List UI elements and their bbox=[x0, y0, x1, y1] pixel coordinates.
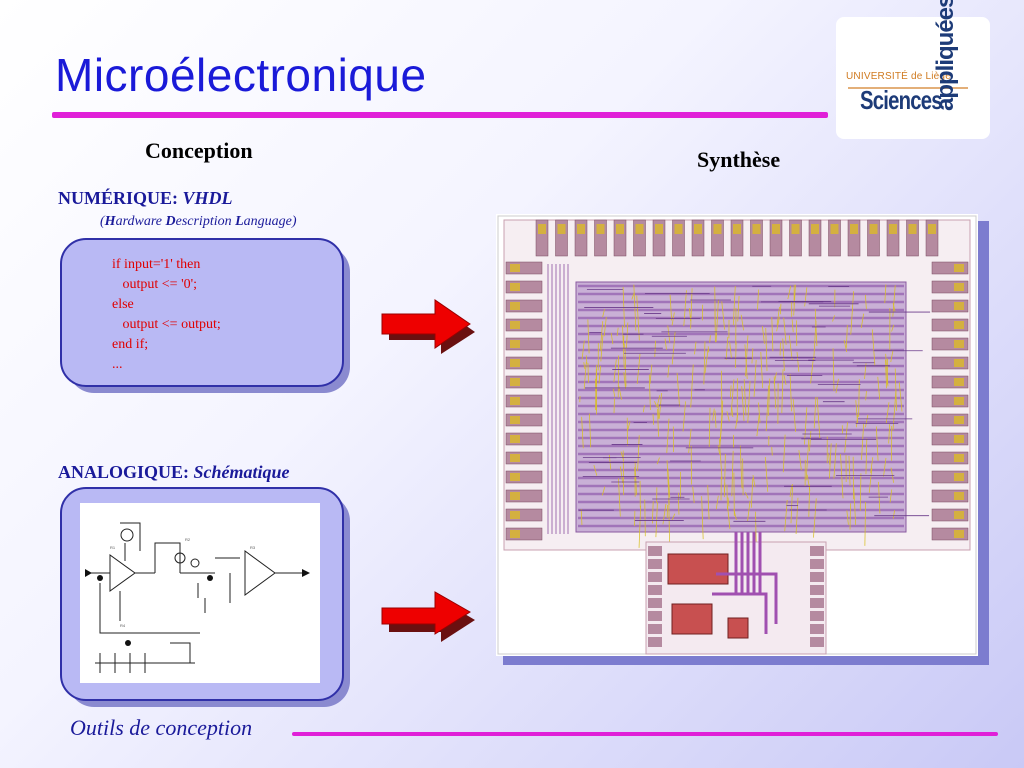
code-line: ... bbox=[112, 357, 123, 372]
synthese-heading: Synthèse bbox=[697, 147, 781, 172]
vhdl-label: VHDL bbox=[182, 188, 233, 208]
vhdl-expansion-part: L bbox=[235, 214, 244, 229]
vhdl-expansion: (Hardware Description Language) bbox=[100, 214, 297, 230]
footer-text: Outils de conception bbox=[70, 715, 253, 740]
arrow-right-icon bbox=[381, 591, 475, 642]
conception-heading: Conception bbox=[145, 138, 253, 163]
code-line: end if; bbox=[112, 337, 149, 352]
numerique-label-text: NUMÉRIQUE: bbox=[58, 188, 178, 208]
code-line: if input='1' then bbox=[112, 257, 201, 272]
vhdl-code-box bbox=[60, 238, 344, 387]
logo-appliquees-text: appliquées bbox=[932, 0, 959, 111]
logo-bar bbox=[848, 87, 968, 89]
vhdl-expansion-part: ( bbox=[100, 214, 105, 229]
slide-title: Microélectronique bbox=[55, 49, 427, 101]
vhdl-expansion-part: H bbox=[104, 214, 116, 229]
analog-schematic-image: R1 R2 R3 R4 bbox=[80, 503, 320, 683]
code-line: else bbox=[112, 297, 134, 312]
code-line: output <= output; bbox=[112, 317, 221, 332]
vhdl-expansion-part: escription bbox=[175, 214, 236, 229]
chip-layout-image bbox=[496, 214, 978, 656]
logo-university-text: UNIVERSITÉ de Liège bbox=[846, 71, 951, 82]
analogique-label-text: ANALOGIQUE: bbox=[58, 462, 190, 482]
svg-text:R4: R4 bbox=[120, 623, 126, 628]
numerique-label: NUMÉRIQUE: VHDL bbox=[58, 188, 233, 209]
schematique-label: Schématique bbox=[193, 462, 290, 482]
vhdl-expansion-part: D bbox=[165, 214, 176, 229]
svg-text:R3: R3 bbox=[250, 545, 256, 550]
title-underline bbox=[52, 112, 828, 118]
analogique-label: ANALOGIQUE: Schématique bbox=[58, 462, 290, 483]
footer-underline bbox=[292, 732, 998, 736]
code-line: output <= '0'; bbox=[112, 277, 198, 292]
logo-sciences-text: Sciences bbox=[860, 85, 942, 115]
svg-text:R1: R1 bbox=[110, 545, 116, 550]
svg-text:R2: R2 bbox=[185, 537, 191, 542]
vhdl-code: if input='1' then output <= '0'; else out… bbox=[112, 255, 221, 375]
vhdl-expansion-part: ardware bbox=[115, 214, 166, 229]
university-logo: UNIVERSITÉ de Liège Sciences appliquées bbox=[836, 0, 990, 139]
vhdl-expansion-part: anguage) bbox=[243, 214, 297, 229]
arrow-right-icon bbox=[381, 299, 475, 354]
